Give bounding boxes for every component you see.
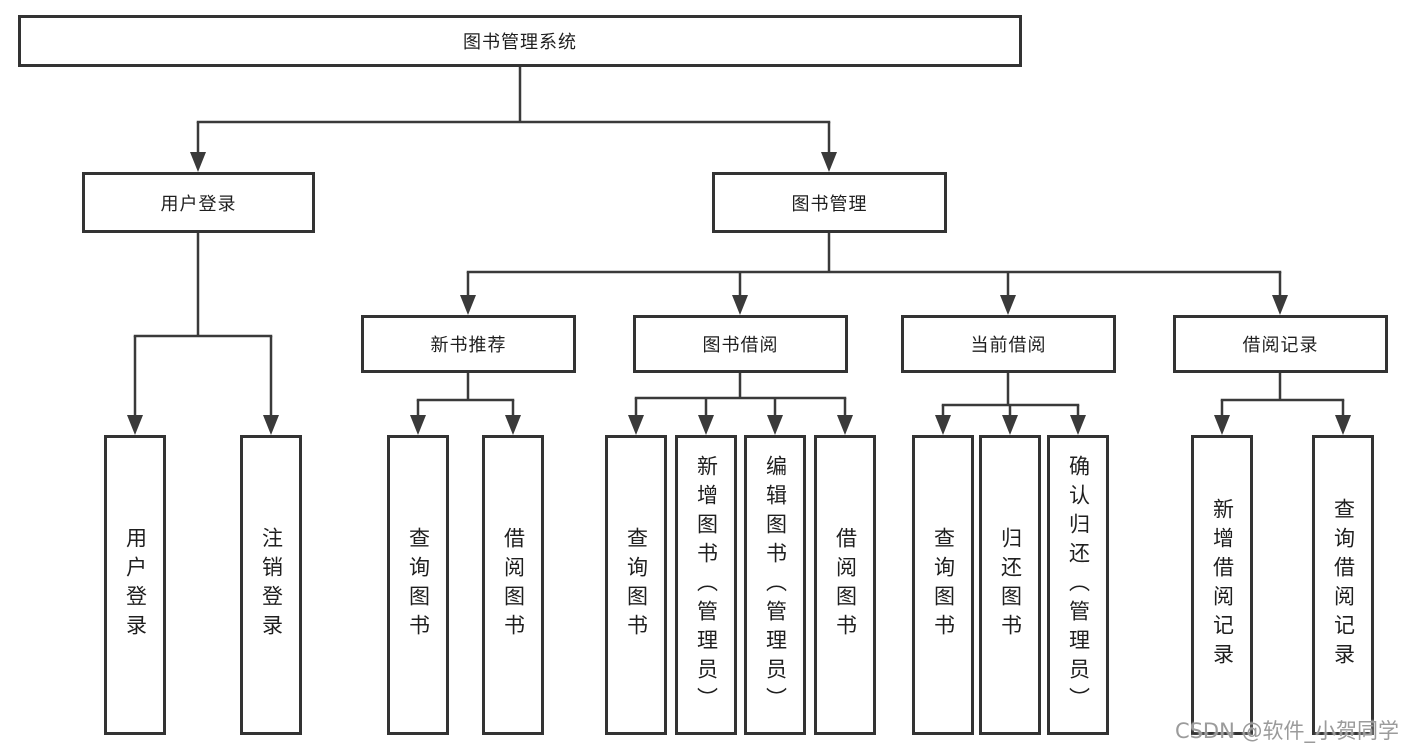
node-leaf-rec-add-record: 新增借阅记录 (1191, 435, 1253, 735)
node-leaf-nb-borrow-books: 借阅图书 (482, 435, 544, 735)
node-leaf-rec-query-record: 查询借阅记录 (1312, 435, 1374, 735)
node-cat-borrow: 图书借阅 (633, 315, 848, 373)
node-cat-current: 当前借阅 (901, 315, 1116, 373)
node-cat-new-books-label: 新书推荐 (430, 335, 507, 356)
node-leaf-rec-add-record-label: 新增借阅记录 (1210, 498, 1235, 672)
node-cat-records: 借阅记录 (1173, 315, 1388, 373)
node-branch-book-mgmt-label: 图书管理 (791, 193, 868, 215)
node-cat-records-label: 借阅记录 (1242, 335, 1319, 356)
node-cat-new-books: 新书推荐 (361, 315, 576, 373)
node-branch-user-login-label: 用户登录 (160, 193, 237, 215)
node-cat-current-label: 当前借阅 (970, 335, 1047, 356)
node-leaf-bb-query-books-label: 查询图书 (624, 527, 649, 643)
node-leaf-cb-return-books: 归还图书 (979, 435, 1041, 735)
node-leaf-cb-confirm-return-admin: 确认归还（管理员） (1047, 435, 1109, 735)
node-leaf-cb-query-books-label: 查询图书 (931, 527, 956, 643)
node-leaf-bb-borrow-books: 借阅图书 (814, 435, 876, 735)
node-branch-book-mgmt: 图书管理 (712, 172, 947, 233)
node-leaf-bb-query-books: 查询图书 (605, 435, 667, 735)
node-branch-user-login: 用户登录 (82, 172, 315, 233)
node-leaf-bb-add-books-admin-label: 新增图书（管理员） (694, 454, 719, 716)
node-leaf-user-login-label: 用户登录 (123, 527, 148, 643)
node-leaf-bb-edit-books-admin: 编辑图书（管理员） (744, 435, 806, 735)
node-leaf-bb-add-books-admin: 新增图书（管理员） (675, 435, 737, 735)
node-leaf-logout: 注销登录 (240, 435, 302, 735)
node-root-system: 图书管理系统 (18, 15, 1022, 67)
node-leaf-bb-borrow-books-label: 借阅图书 (833, 527, 858, 643)
node-leaf-nb-query-books: 查询图书 (387, 435, 449, 735)
node-leaf-nb-query-books-label: 查询图书 (406, 527, 431, 643)
node-leaf-bb-edit-books-admin-label: 编辑图书（管理员） (763, 454, 788, 716)
watermark: CSDN @软件_小贺同学 (1174, 719, 1399, 743)
node-leaf-logout-label: 注销登录 (259, 527, 284, 643)
node-leaf-rec-query-record-label: 查询借阅记录 (1331, 498, 1356, 672)
node-cat-borrow-label: 图书借阅 (702, 335, 779, 356)
node-leaf-nb-borrow-books-label: 借阅图书 (501, 527, 526, 643)
node-leaf-cb-query-books: 查询图书 (912, 435, 974, 735)
node-root-label: 图书管理系统 (463, 32, 577, 53)
node-leaf-cb-return-books-label: 归还图书 (998, 527, 1023, 643)
node-leaf-cb-confirm-return-admin-label: 确认归还（管理员） (1066, 454, 1091, 716)
node-leaf-user-login: 用户登录 (104, 435, 166, 735)
